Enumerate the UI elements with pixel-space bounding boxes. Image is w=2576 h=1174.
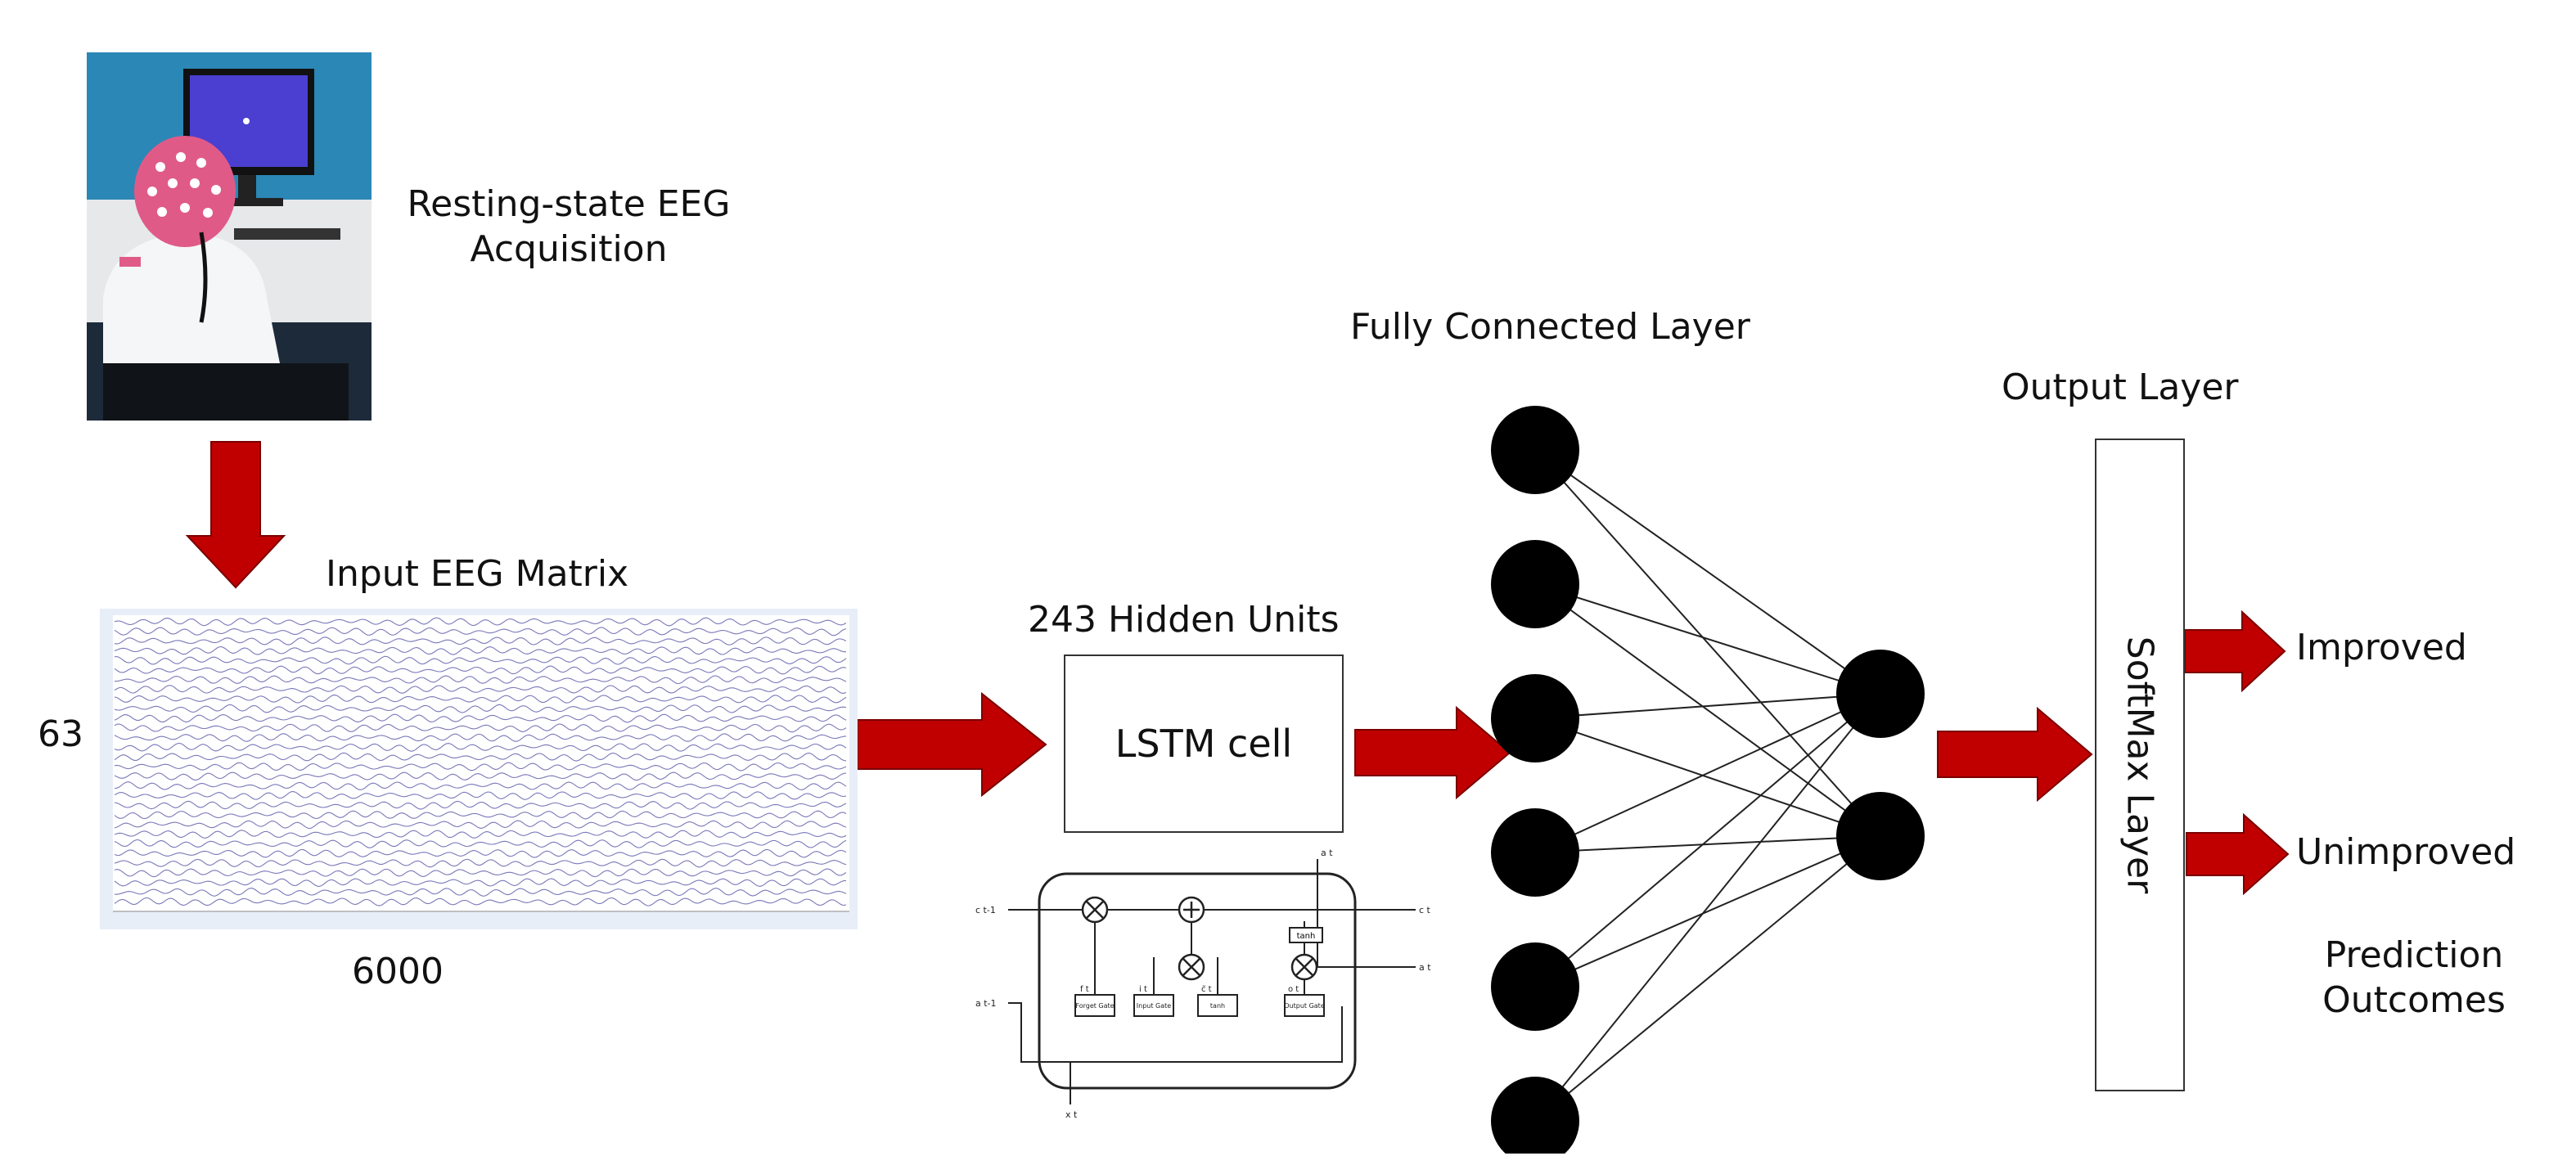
acquisition-label: Resting-state EEG Acquisition [385,182,753,272]
fully-connected-network [1491,406,1925,1154]
fc-edge [1534,693,1881,719]
eeg-trace [114,617,847,627]
arrow-matrix-to-lstm [857,691,1047,798]
eeg-trace [114,685,847,695]
eeg-trace [114,655,847,665]
lstm-cell-label: LSTM cell [1115,722,1293,766]
lstm-gate-tanh: tanh [1210,1002,1225,1010]
eeg-trace [114,627,847,636]
fc-edge [1534,693,1881,987]
eeg-trace [114,810,847,820]
eeg-acquisition-photo [87,52,372,421]
eeg-trace [114,771,847,781]
fc-edge [1534,693,1881,1122]
eeg-trace [114,665,847,675]
lstm-c-prev: c t-1 [975,905,996,915]
input-matrix-cols-label: 6000 [352,951,444,992]
input-matrix-title: Input EEG Matrix [326,553,629,595]
outcome-unimproved: Unimproved [2296,831,2516,873]
arrow-photo-to-matrix [185,441,286,589]
fc-left-node [1491,540,1579,628]
eeg-trace [114,713,847,723]
eeg-trace [114,781,847,790]
lstm-gate-input: Input Gate [1137,1002,1171,1010]
fc-edge [1534,835,1881,1122]
arrow-fc-to-output [1937,706,2093,803]
eeg-trace [114,800,847,810]
fc-edge [1534,717,1881,837]
output-layer-title: Output Layer [2002,367,2239,408]
eeg-trace [115,675,847,685]
prediction-outcomes-line1: Prediction [2324,934,2504,976]
lstm-c-next: c t [1419,905,1431,915]
eeg-trace [114,742,847,752]
acquisition-label-line2: Acquisition [470,228,668,270]
prediction-outcomes-line2: Outcomes [2322,979,2506,1021]
eeg-trace [114,820,847,830]
eeg-trace [114,791,847,800]
arrow-to-improved [2184,609,2286,693]
lstm-gate-output: Output Gate [1284,1002,1325,1010]
softmax-layer-box: SoftMax Layer [2095,439,2185,1091]
fc-edge [1534,693,1881,853]
fc-right-node [1836,792,1925,880]
eeg-trace [114,695,847,704]
fc-left-node [1491,406,1579,494]
fc-edge [1534,835,1881,987]
eeg-trace [114,752,847,762]
fc-left-node [1491,1077,1579,1154]
fc-left-node [1491,942,1579,1031]
lstm-symbol-o: o t [1288,985,1299,994]
eeg-trace [114,762,847,771]
lstm-a-next: a t [1419,962,1431,973]
lstm-detail-tanh-box: tanh [1297,932,1316,941]
eeg-trace [114,704,847,713]
eeg-trace [114,858,847,868]
eeg-trace [114,848,847,858]
eeg-trace [114,645,846,655]
lstm-detail-diagram: tanh Forget Gate Input Gate tanh Output … [957,843,1448,1121]
eeg-trace [114,733,847,742]
fc-edge [1534,835,1881,853]
fc-edge [1534,449,1881,695]
lstm-symbol-c: c̃ t [1201,984,1212,994]
eeg-trace [114,723,847,733]
arrow-lstm-to-fc [1354,705,1511,800]
eeg-trace [114,878,846,888]
lstm-gate-forget: Forget Gate [1075,1002,1114,1010]
lstm-symbol-i: i t [1139,985,1147,994]
eeg-trace [114,830,847,839]
lstm-a-top: a t [1321,848,1333,858]
eeg-trace [114,839,847,848]
eeg-matrix-plot [100,609,858,929]
outcome-improved: Improved [2296,627,2467,668]
lstm-a-prev: a t-1 [975,998,997,1009]
fc-edge [1534,449,1881,837]
fc-edge [1534,583,1881,837]
lstm-symbol-f: f t [1080,985,1089,994]
eeg-trace [114,888,847,897]
lstm-x-in: x t [1065,1109,1078,1120]
acquisition-label-line1: Resting-state EEG [407,183,731,225]
softmax-layer-label: SoftMax Layer [2119,636,2161,894]
prediction-outcomes-caption: Prediction Outcomes [2283,933,2545,1023]
eeg-trace [114,897,847,906]
fc-left-node [1491,674,1579,762]
lstm-cell-box: LSTM cell [1064,654,1344,833]
fully-connected-title: Fully Connected Layer [1350,306,1750,348]
fc-edge [1534,583,1881,695]
fc-left-node [1491,808,1579,897]
lstm-hidden-units-label: 243 Hidden Units [1028,599,1340,641]
fc-right-node [1836,650,1925,738]
eeg-trace [114,868,847,878]
eeg-trace [114,636,847,645]
input-matrix-rows-label: 63 [38,713,83,755]
arrow-to-unimproved [2186,812,2290,896]
